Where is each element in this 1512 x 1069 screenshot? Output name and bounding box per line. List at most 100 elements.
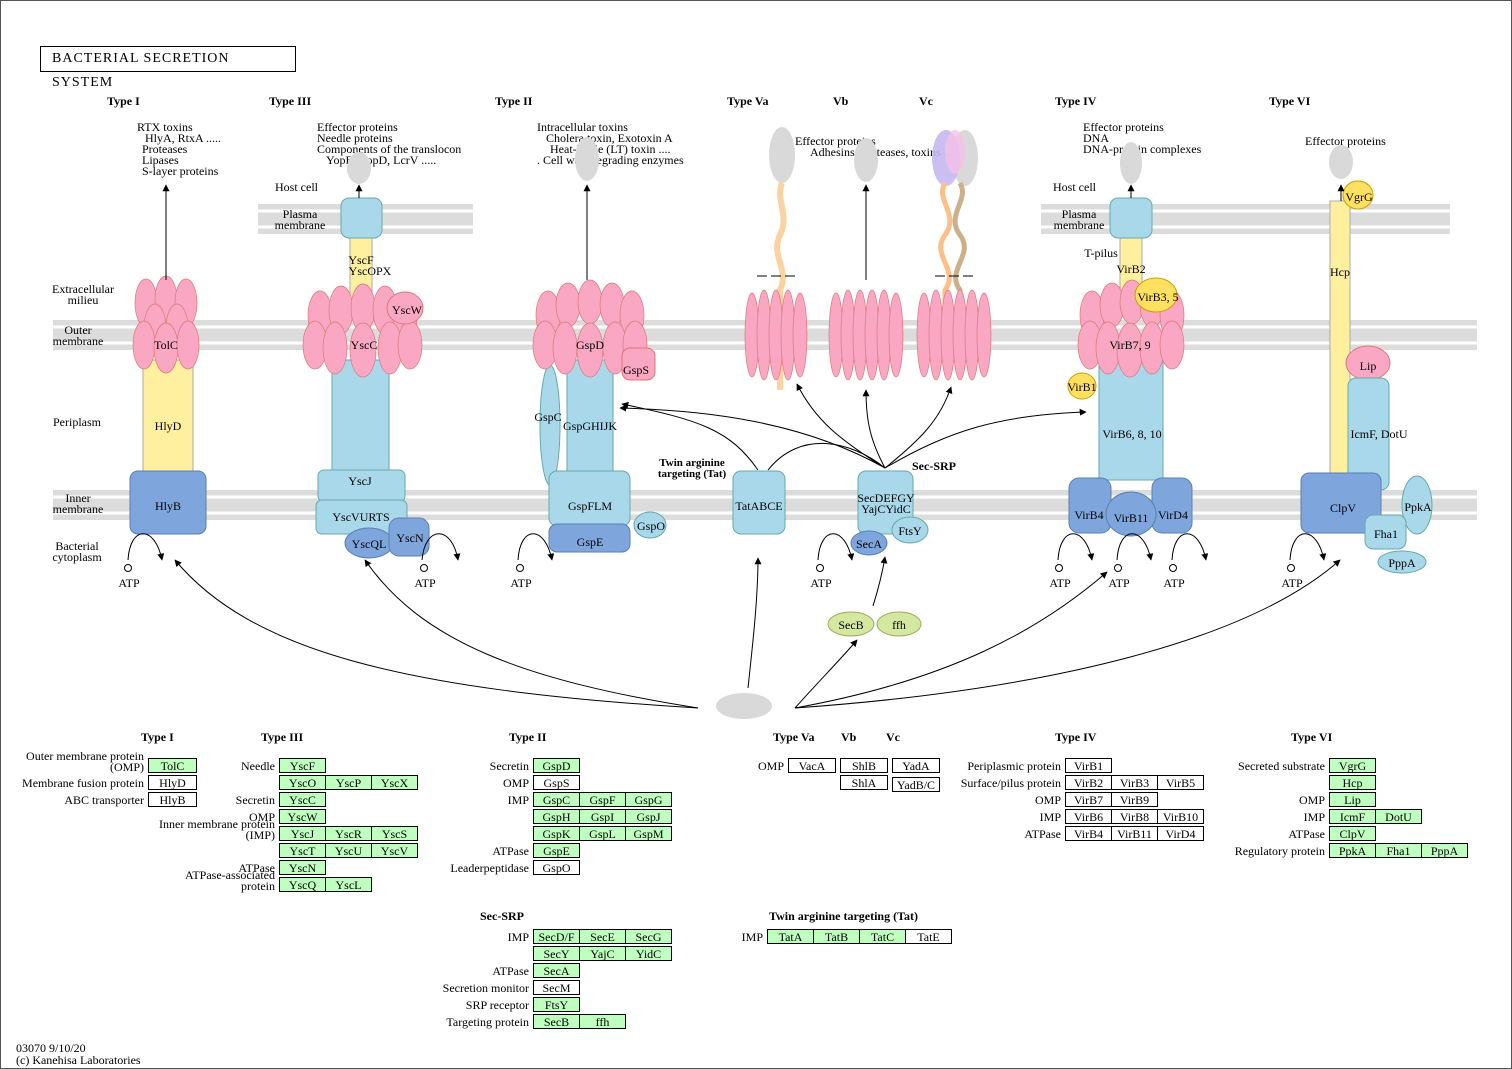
gene-box-gspe[interactable]: GspE <box>533 843 580 858</box>
gene-box-yajc[interactable]: YajC <box>579 946 626 961</box>
gene-box-seca[interactable]: SecA <box>533 963 580 978</box>
gene-box-yscv[interactable]: YscV <box>371 843 418 858</box>
gene-box-yscc[interactable]: YscC <box>279 792 326 807</box>
gene-box-icmf[interactable]: IcmF <box>1329 809 1376 824</box>
gene-box-virb6[interactable]: VirB6 <box>1065 809 1112 824</box>
type-i-system <box>124 184 207 572</box>
type-ii-row-label: IMP <box>507 793 529 807</box>
gene-box-dotu[interactable]: DotU <box>1375 809 1422 824</box>
ppka-shape <box>1401 475 1433 535</box>
gene-box-yscp[interactable]: YscP <box>325 775 372 790</box>
gene-box-yscf[interactable]: YscF <box>279 758 326 773</box>
gene-box-virb8[interactable]: VirB8 <box>1111 809 1158 824</box>
gene-box-virb2[interactable]: VirB2 <box>1065 775 1112 790</box>
type-iv-row-label: OMP <box>1034 793 1061 807</box>
type-vc-strand-2 <box>952 181 967 330</box>
gene-box-gspl[interactable]: GspL <box>579 826 626 841</box>
type-i-header: Type I <box>107 94 140 108</box>
gene-box-tatb[interactable]: TatB <box>813 929 860 944</box>
hcp-tube <box>1329 200 1351 502</box>
gene-box-yscn[interactable]: YscN <box>279 860 326 875</box>
gene-box-gspi[interactable]: GspI <box>579 809 626 824</box>
gene-box-yidc[interactable]: YidC <box>625 946 672 961</box>
type-iv-row-label: Surface/pilus protein <box>960 776 1061 790</box>
gene-box-ysct[interactable]: YscT <box>279 843 326 858</box>
gene-box-gspm[interactable]: GspM <box>625 826 672 841</box>
gene-box-gspj[interactable]: GspJ <box>625 809 672 824</box>
type-vc-header: Vc <box>886 730 900 744</box>
type-iii-row-label: OMP <box>248 810 275 824</box>
gene-box-yadbc[interactable]: YadB/C <box>892 777 940 792</box>
ffh-shape <box>876 611 922 637</box>
gene-box-yscr[interactable]: YscR <box>325 826 372 841</box>
gene-box-vgrg[interactable]: VgrG <box>1329 758 1376 773</box>
gene-box-gsps[interactable]: GspS <box>533 775 580 790</box>
gene-box-fha1[interactable]: Fha1 <box>1375 843 1422 858</box>
gene-box-gspd[interactable]: GspD <box>533 758 580 773</box>
yscj-label: YscJ <box>348 474 372 488</box>
gene-box-yscx[interactable]: YscX <box>371 775 418 790</box>
gene-box-ysco[interactable]: YscO <box>279 775 326 790</box>
gene-box-virb7[interactable]: VirB7 <box>1065 792 1112 807</box>
gene-box-gspo[interactable]: GspO <box>533 860 580 875</box>
footer-map-id: 03070 9/10/20 <box>16 1041 86 1055</box>
gene-box-gspg[interactable]: GspG <box>625 792 672 807</box>
gene-box-virb9[interactable]: VirB9 <box>1111 792 1158 807</box>
gene-box-pppa[interactable]: PppA <box>1421 843 1468 858</box>
gene-box-gspc[interactable]: GspC <box>533 792 580 807</box>
gene-box-virb11[interactable]: VirB11 <box>1111 826 1158 841</box>
gene-box-tolc[interactable]: TolC <box>148 758 197 773</box>
gene-box-secm[interactable]: SecM <box>533 980 580 995</box>
effector-ellipses <box>347 127 1353 719</box>
gene-box-virb10[interactable]: VirB10 <box>1157 809 1204 824</box>
gene-box-lip[interactable]: Lip <box>1329 792 1376 807</box>
virb2-label: VirB2 <box>1116 262 1145 276</box>
gene-box-yscl[interactable]: YscL <box>325 877 372 892</box>
gene-box-vird4[interactable]: VirD4 <box>1157 826 1204 841</box>
ppka-label: PpkA <box>1404 500 1432 514</box>
gene-box-virb4[interactable]: VirB4 <box>1065 826 1112 841</box>
gene-box-yscq[interactable]: YscQ <box>279 877 326 892</box>
clpv-shape <box>1300 472 1382 534</box>
gene-box-ffh[interactable]: ffh <box>579 1014 626 1029</box>
gene-box-sece[interactable]: SecE <box>579 929 626 944</box>
type-ii-header: Type II <box>509 730 547 744</box>
gene-box-shla[interactable]: ShlA <box>840 775 888 790</box>
type-iv-header: Type IV <box>1055 730 1097 744</box>
gene-box-hcp[interactable]: Hcp <box>1329 775 1376 790</box>
gene-box-tata[interactable]: TatA <box>767 929 814 944</box>
gene-box-secdf[interactable]: SecD/F <box>533 929 580 944</box>
tat-row-label: IMP <box>741 930 763 944</box>
gene-box-tate[interactable]: TatE <box>905 929 952 944</box>
gene-box-hlyb[interactable]: HlyB <box>148 792 197 807</box>
gene-box-ftsy[interactable]: FtsY <box>533 997 580 1012</box>
gene-box-gspf[interactable]: GspF <box>579 792 626 807</box>
gene-box-virb5[interactable]: VirB5 <box>1157 775 1204 790</box>
type-ii-header: Type II <box>495 94 533 108</box>
gene-box-yscw[interactable]: YscW <box>279 809 326 824</box>
gene-box-gsph[interactable]: GspH <box>533 809 580 824</box>
yscopx-label: YscOPX <box>349 264 392 278</box>
gene-box-shlb[interactable]: ShlB <box>840 758 888 773</box>
gene-box-gspk[interactable]: GspK <box>533 826 580 841</box>
gene-box-ppka[interactable]: PpkA <box>1329 843 1376 858</box>
vird4-label: VirD4 <box>1158 508 1188 522</box>
gene-box-vaca[interactable]: VacA <box>788 758 836 773</box>
gene-box-yada[interactable]: YadA <box>892 758 940 773</box>
gene-box-secy[interactable]: SecY <box>533 946 580 961</box>
gene-box-clpv[interactable]: ClpV <box>1329 826 1376 841</box>
gene-box-virb1[interactable]: VirB1 <box>1065 758 1112 773</box>
gene-box-secb[interactable]: SecB <box>533 1014 580 1029</box>
type-ii-row-label: OMP <box>502 776 529 790</box>
footer-copyright: (c) Kanehisa Laboratories <box>16 1053 141 1067</box>
gene-box-virb3[interactable]: VirB3 <box>1111 775 1158 790</box>
type-va-header: Type Va <box>773 730 815 744</box>
gene-box-yscs[interactable]: YscS <box>371 826 418 841</box>
gene-box-hlyd[interactable]: HlyD <box>148 775 197 790</box>
gene-box-tatc[interactable]: TatC <box>859 929 906 944</box>
gene-box-yscu[interactable]: YscU <box>325 843 372 858</box>
gene-box-secg[interactable]: SecG <box>625 929 672 944</box>
yscj-column <box>331 359 390 481</box>
gene-box-yscj[interactable]: YscJ <box>279 826 326 841</box>
fha1-shape <box>1364 514 1407 550</box>
